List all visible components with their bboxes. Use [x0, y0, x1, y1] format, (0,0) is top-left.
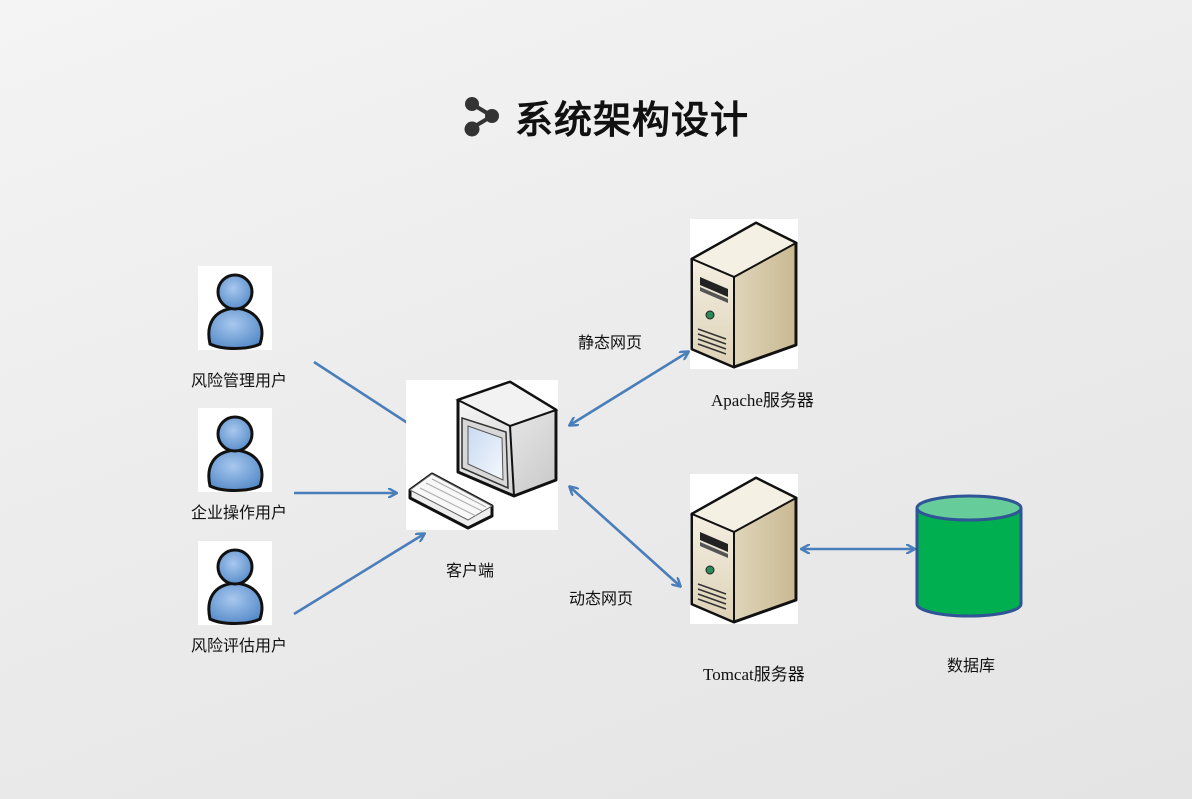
user-icon	[198, 541, 272, 625]
share-nodes-icon	[463, 95, 501, 137]
client-node	[406, 380, 558, 530]
database-label: 数据库	[947, 656, 996, 675]
user-icon	[198, 266, 272, 350]
computer-icon	[406, 380, 558, 530]
tomcat-server-label: Tomcat服务器	[703, 665, 805, 684]
user-icon	[198, 408, 272, 492]
user-label: 企业操作用户	[191, 503, 288, 522]
server-icon	[690, 474, 798, 624]
edge-label-static: 静态网页	[578, 333, 643, 352]
user-label: 风险管理用户	[191, 371, 288, 390]
tomcat-server-node	[690, 474, 798, 624]
edge-label-dynamic: 动态网页	[569, 589, 634, 608]
page-title: 系统架构设计	[463, 88, 749, 144]
title-text: 系统架构设计	[515, 97, 750, 142]
user-node-risk-management	[198, 266, 272, 350]
user-label: 风险评估用户	[191, 636, 288, 655]
arrow-risk-assess-to-client	[293, 534, 424, 616]
arrow-client-tomcat	[570, 487, 680, 586]
database-icon	[914, 494, 1024, 620]
user-node-risk-assessment	[198, 541, 272, 625]
server-icon	[690, 219, 798, 369]
client-label: 客户端	[446, 561, 495, 580]
arrow-client-apache	[570, 352, 688, 425]
user-node-enterprise-operation	[198, 408, 272, 492]
apache-server-label: Apache服务器	[711, 391, 814, 410]
database-node	[914, 494, 1024, 620]
apache-server-node	[690, 219, 798, 369]
